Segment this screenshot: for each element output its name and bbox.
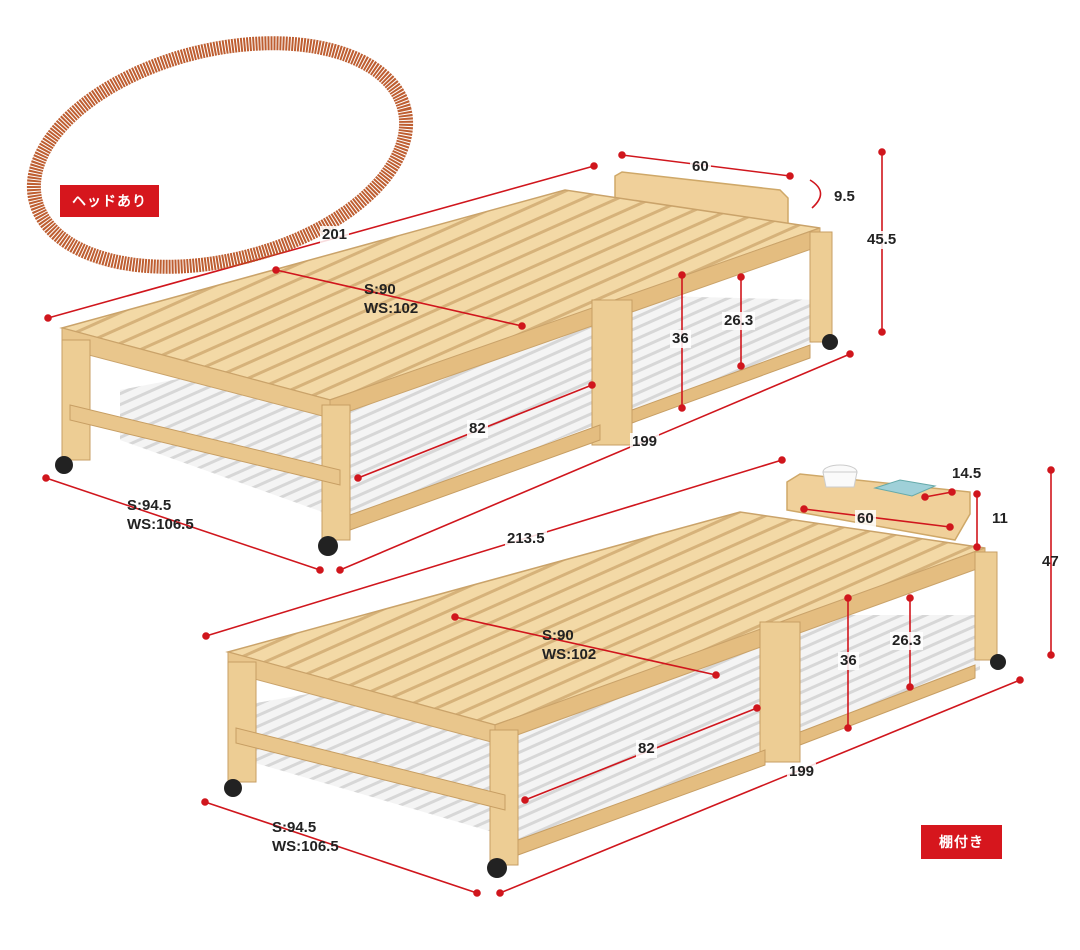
bottom-caster — [487, 858, 507, 878]
top-leg-back — [809, 231, 833, 343]
top-under-height-label: 26.3 — [722, 312, 756, 330]
bottom-bed — [201, 456, 1055, 897]
bottom-inner-width-ws: WS:102 — [542, 646, 597, 663]
top-length-label: 201 — [320, 226, 350, 244]
bottom-total-height-label: 47 — [1042, 553, 1059, 570]
top-leg-middle — [591, 299, 633, 446]
bottom-caster — [224, 779, 242, 797]
bottom-caster — [990, 654, 1006, 670]
bottom-leg-span-label: 82 — [636, 740, 657, 758]
top-head-thickness-label: 9.5 — [834, 188, 855, 205]
top-leg-front-left — [61, 339, 91, 461]
top-caster — [55, 456, 73, 474]
top-head-width-label: 60 — [690, 158, 711, 176]
top-outer-width-ws: WS:106.5 — [127, 516, 194, 533]
bottom-deck-height-label: 36 — [838, 652, 859, 670]
top-total-height-label: 45.5 — [865, 231, 899, 249]
top-inner-width-s: S:90 — [364, 281, 396, 298]
bottom-inner-width-label: S:90 WS:102 — [540, 626, 598, 664]
top-lower-rail-back — [631, 344, 811, 424]
head-badge: ヘッドあり — [60, 185, 159, 217]
top-bed — [42, 148, 886, 574]
bottom-outer-width-ws: WS:106.5 — [272, 838, 339, 855]
top-caster — [822, 334, 838, 350]
top-lower-rail-side — [349, 424, 601, 531]
shelf-badge: 棚付き — [921, 825, 1002, 859]
top-deck-height-label: 36 — [670, 330, 691, 348]
bottom-inner-width-s: S:90 — [542, 627, 574, 644]
cup-body — [822, 471, 858, 488]
highlight-circle — [26, 36, 414, 274]
top-inner-width-label: S:90 WS:102 — [362, 280, 420, 318]
bottom-leg-back — [974, 551, 998, 661]
shelf-depth-label: 14.5 — [952, 465, 982, 482]
top-rail-length-label: 199 — [630, 433, 660, 451]
top-caster — [318, 536, 338, 556]
bottom-lower-rail-side — [517, 749, 766, 856]
bottom-length-label: 213.5 — [505, 530, 547, 548]
bottom-outer-width-s: S:94.5 — [272, 819, 317, 836]
bottom-leg-middle — [759, 621, 801, 763]
bottom-lower-rail-front — [235, 727, 506, 811]
bottom-under-height-label: 26.3 — [890, 632, 924, 650]
bottom-rail-length-label: 199 — [787, 763, 817, 781]
top-inner-width-ws: WS:102 — [364, 300, 419, 317]
top-lower-rail-front — [69, 404, 341, 486]
top-outer-width-label: S:94.5 WS:106.5 — [125, 496, 196, 534]
bottom-leg-front-left — [227, 661, 257, 783]
shelf-height-label: 11 — [992, 510, 1008, 527]
shelf-width-label: 60 — [855, 510, 876, 528]
top-outer-width-s: S:94.5 — [127, 497, 172, 514]
bottom-outer-width-label: S:94.5 WS:106.5 — [270, 818, 341, 856]
bottom-lower-rail-back — [799, 664, 976, 746]
book — [873, 479, 937, 497]
top-leg-span-label: 82 — [467, 420, 488, 438]
